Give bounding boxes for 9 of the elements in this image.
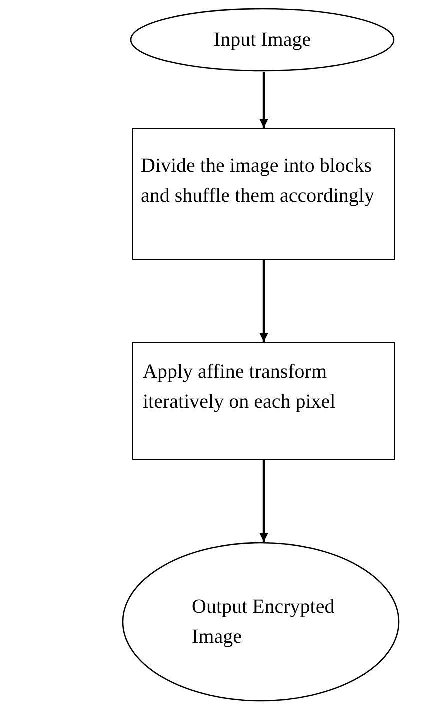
node-text: Output Encrypted Image [192, 595, 336, 650]
arrow [260, 460, 268, 542]
process-box [132, 342, 395, 460]
arrow [260, 72, 268, 128]
process-box [132, 128, 395, 260]
arrow [260, 260, 268, 342]
node-text: Apply affine transform iteratively on each pixel [143, 360, 337, 415]
node-text: Input Image [214, 28, 312, 53]
node-text: Divide the image into blocks and shuffle them accordingly [141, 154, 376, 209]
